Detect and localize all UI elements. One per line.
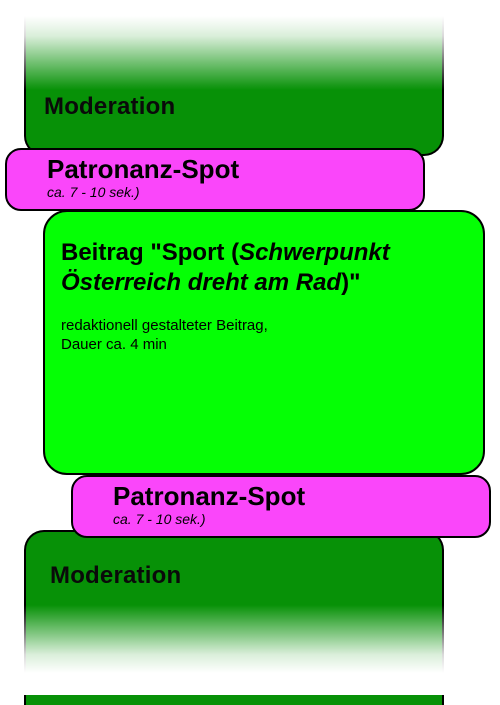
beitrag-title-prefix: Beitrag "Sport ( [61, 239, 240, 266]
spot-duration: ca. 7 - 10 sek.) [47, 184, 140, 200]
moderation-block-bottom: Moderation [24, 530, 444, 705]
spot-duration: ca. 7 - 10 sek.) [113, 511, 206, 527]
beitrag-block: Beitrag "Sport (Schwerpunkt Österreich d… [43, 210, 485, 475]
patronanz-spot-bottom: Patronanz-Spot ca. 7 - 10 sek.) [71, 475, 491, 538]
beitrag-title-suffix: )" [341, 269, 361, 296]
beitrag-description-line2: Dauer ca. 4 min [61, 336, 167, 353]
beitrag-description: redaktionell gestalteter Beitrag, Dauer … [61, 316, 401, 354]
spot-title: Patronanz-Spot [113, 481, 306, 511]
spot-title: Patronanz-Spot [47, 154, 240, 184]
moderation-block-top: Moderation [24, 0, 444, 156]
moderation-label: Moderation [44, 93, 176, 120]
beitrag-title: Beitrag "Sport (Schwerpunkt Österreich d… [61, 238, 461, 298]
beitrag-description-line1: redaktionell gestalteter Beitrag, [61, 317, 268, 334]
patronanz-spot-top: Patronanz-Spot ca. 7 - 10 sek.) [5, 148, 425, 211]
moderation-label: Moderation [50, 562, 182, 589]
beitrag-title-italic: Schwerpunkt Österreich dreht am Rad [61, 239, 390, 296]
